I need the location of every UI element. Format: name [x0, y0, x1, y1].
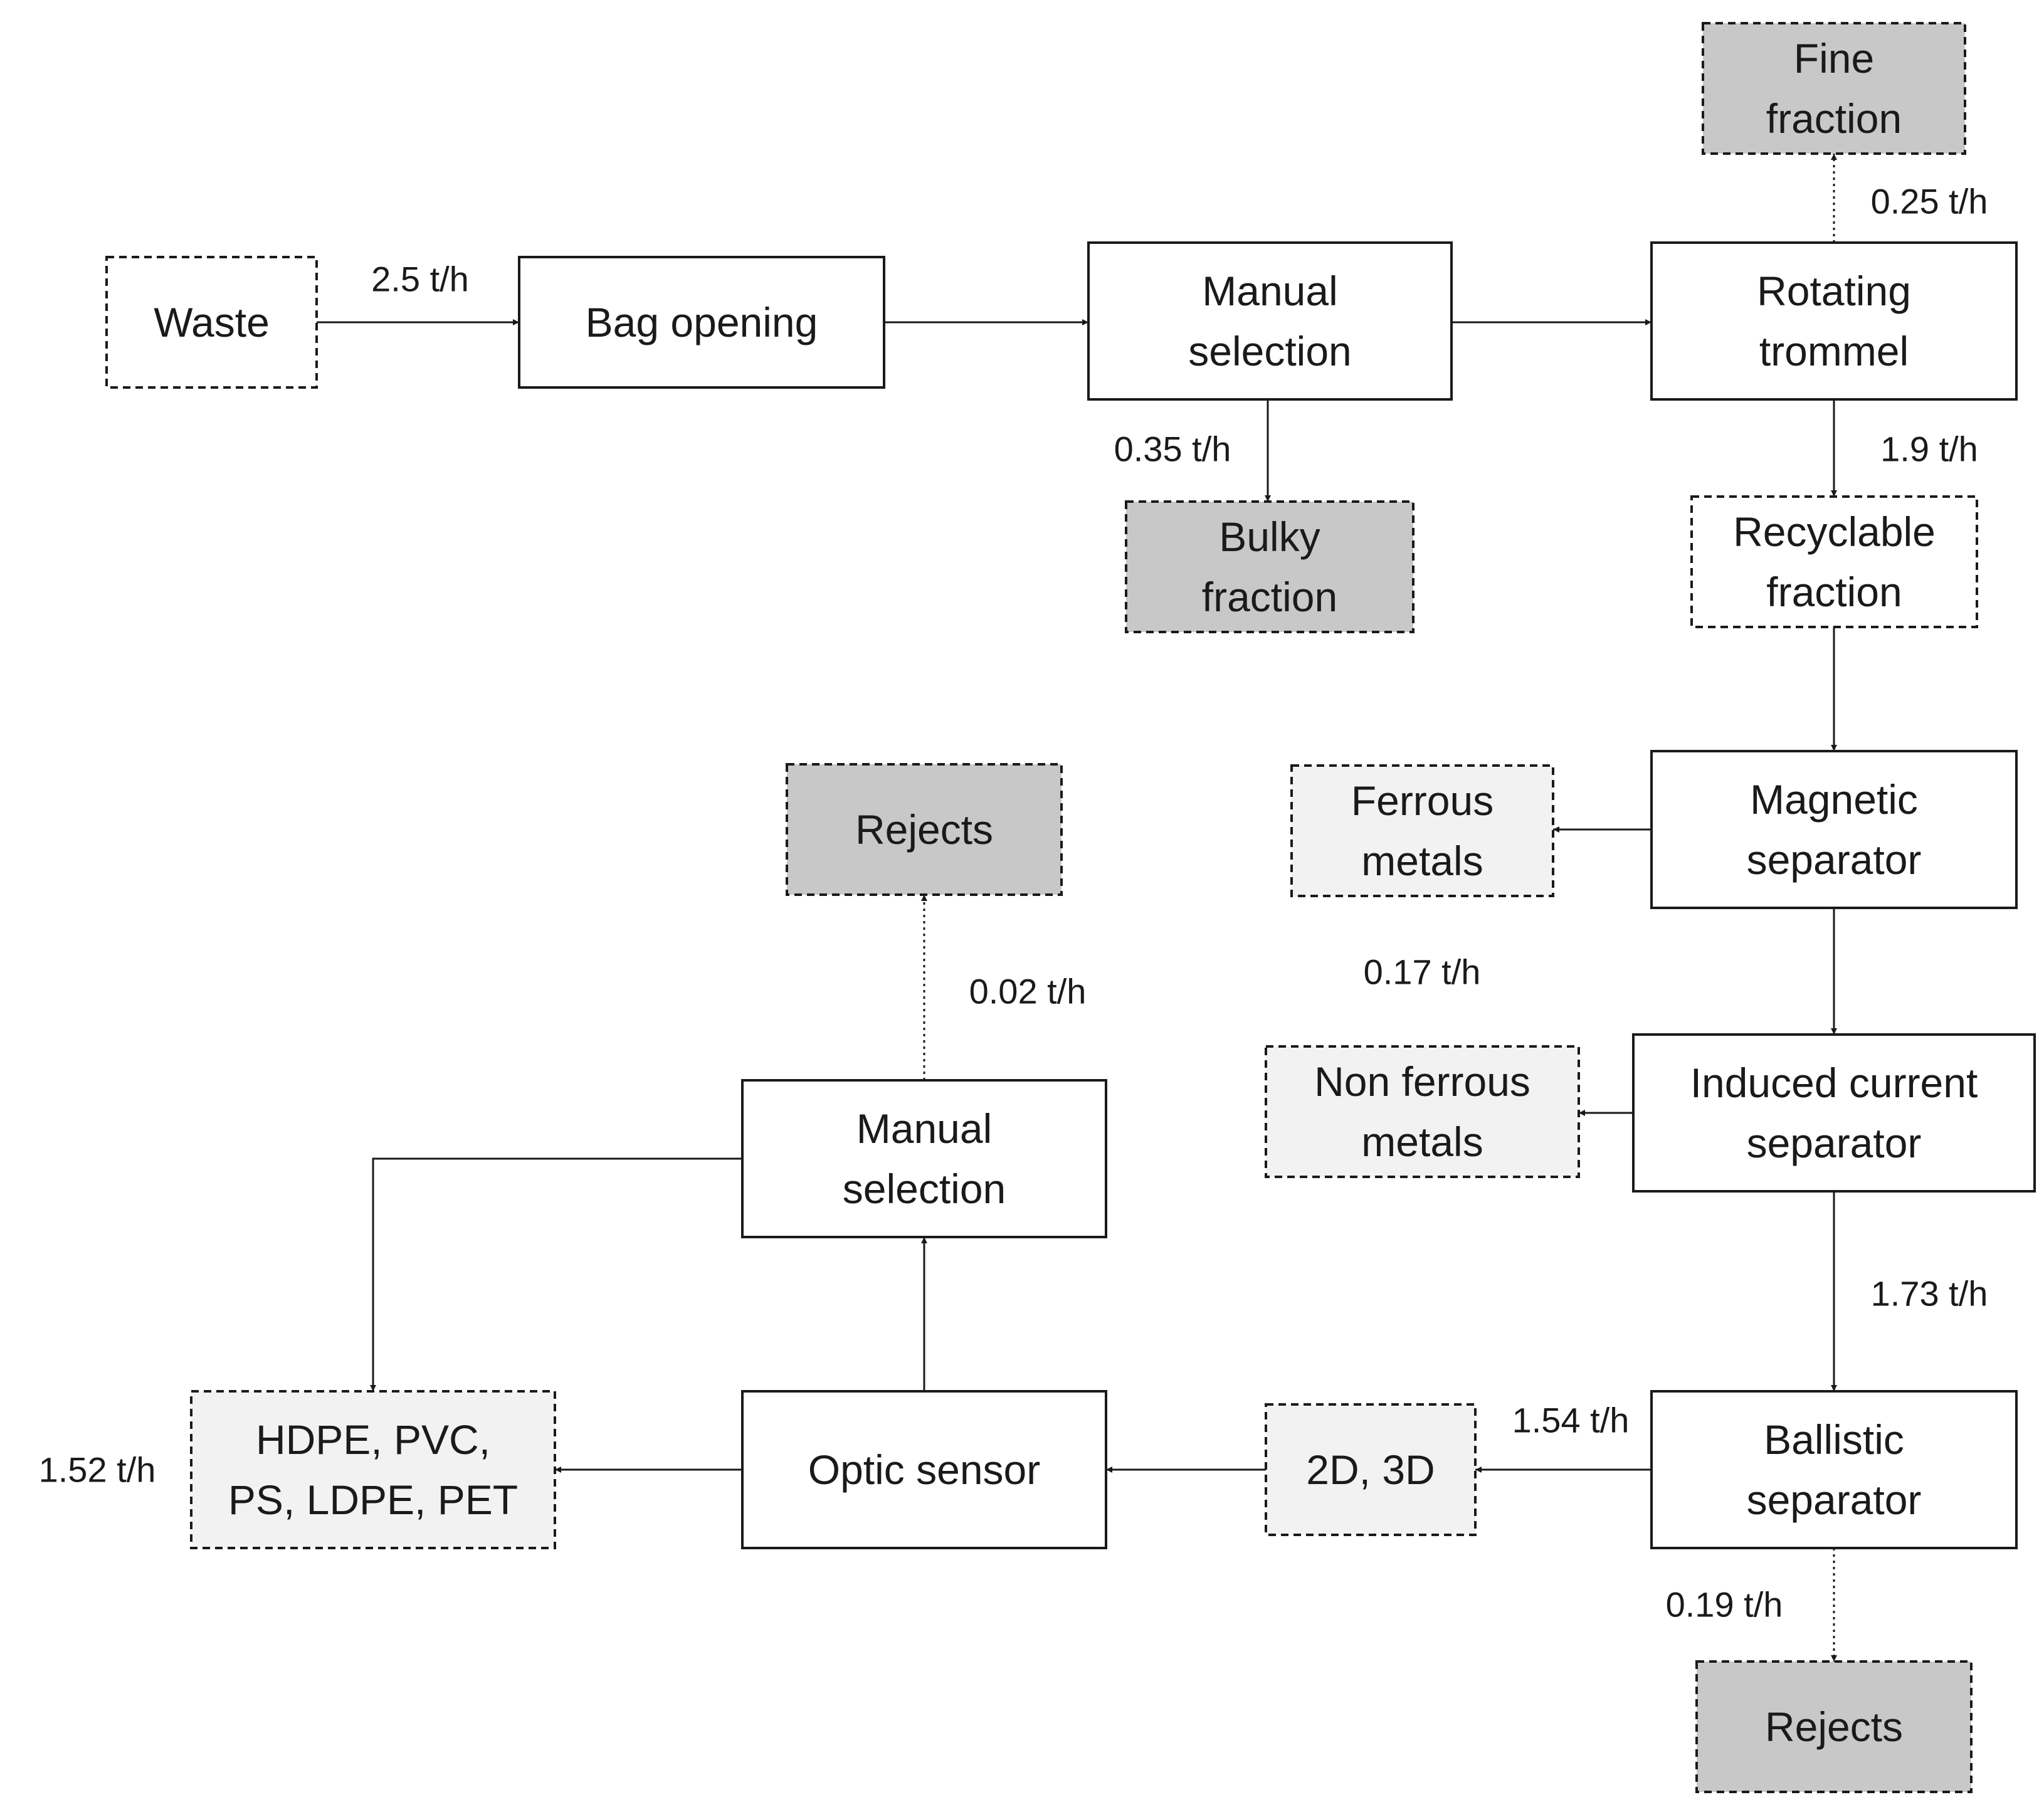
box-induced-current-separator-line-2: separator [1747, 1120, 1922, 1166]
box-two-d-three-d-frame [1265, 1403, 1477, 1536]
box-non-ferrous-metals-frame [1265, 1045, 1580, 1178]
box-rejects-top-line-1: Rejects [855, 806, 993, 853]
box-ballistic-separator-frame [1650, 1390, 2018, 1549]
flow-label-rejects-ballistic: 0.19 t/h [1666, 1585, 1783, 1625]
box-recyclable-fraction-frame [1690, 495, 1978, 628]
flow-label-waste-in: 2.5 t/h [371, 260, 469, 299]
box-manual-selection-1-frame [1087, 241, 1453, 401]
box-induced-current-separator-line-1: Induced current [1690, 1060, 1978, 1106]
box-bulky-fraction: Bulky fraction [1125, 500, 1414, 633]
box-recyclable-fraction-line-1: Recyclable [1733, 508, 1936, 555]
box-recyclable-fraction: Recyclable fraction [1690, 495, 1978, 628]
box-bulky-fraction-frame [1125, 500, 1414, 633]
box-rejects-bottom: Rejects [1695, 1660, 1973, 1793]
box-waste-line-1: Waste [154, 299, 270, 345]
box-optic-sensor: Optic sensor [741, 1390, 1107, 1549]
box-non-ferrous-metals-line-2: metals [1361, 1119, 1483, 1165]
flow-label-recyclable: 1.9 t/h [1880, 429, 1978, 469]
flow-label-two-d-three-d: 1.54 t/h [1512, 1401, 1630, 1440]
box-ferrous-metals-line-2: metals [1361, 838, 1483, 884]
box-non-ferrous-metals-line-1: Non ferrous [1314, 1058, 1530, 1105]
box-rejects-top-frame [786, 763, 1063, 896]
box-magnetic-separator-line-1: Magnetic [1750, 776, 1918, 823]
box-rotating-trommel: Rotating trommel [1650, 241, 2018, 401]
box-two-d-three-d: 2D, 3D [1265, 1403, 1477, 1536]
flow-label-bulky: 0.35 t/h [1114, 429, 1231, 469]
arrow-manual-selection-to-plastics [370, 1157, 742, 1391]
flow-label-ferrous: 0.17 t/h [1364, 952, 1481, 992]
box-plastics-line-1: HDPE, PVC, [256, 1416, 490, 1463]
flow-labels: 2.5 t/h 0.25 t/h 0.35 t/h 1.9 t/h 0.17 t/h 1.… [39, 182, 1988, 1625]
box-rotating-trommel-line-1: Rotating [1757, 268, 1911, 314]
box-induced-current-separator: Induced current separator [1632, 1033, 2036, 1193]
box-bulky-fraction-line-1: Bulky [1219, 514, 1320, 560]
box-manual-selection-1-line-1: Manual [1202, 268, 1337, 314]
box-ballistic-separator-line-2: separator [1747, 1477, 1922, 1523]
flow-label-rejects-manual: 0.02 t/h [969, 972, 1087, 1011]
box-manual-selection-2: Manual selection [741, 1079, 1107, 1238]
box-manual-selection-1-line-2: selection [1188, 328, 1352, 374]
box-waste-frame [105, 256, 318, 389]
box-manual-selection-2-line-1: Manual [856, 1105, 992, 1152]
box-fine-fraction: Fine fraction [1702, 22, 1966, 155]
box-ballistic-separator: Ballistic separator [1650, 1390, 2018, 1549]
box-rejects-bottom-frame [1695, 1660, 1973, 1793]
box-ferrous-metals-frame [1290, 764, 1554, 897]
box-plastics-frame [190, 1390, 556, 1549]
flow-label-after-induced: 1.73 t/h [1871, 1274, 1988, 1314]
flow-label-plastics: 1.52 t/h [39, 1450, 156, 1490]
box-manual-selection-1: Manual selection [1087, 241, 1453, 401]
box-bag-opening: Bag opening [518, 256, 885, 389]
box-plastics-line-2: PS, LDPE, PET [228, 1477, 518, 1523]
box-two-d-three-d-line-1: 2D, 3D [1306, 1446, 1435, 1493]
box-recyclable-fraction-line-2: fraction [1766, 569, 1902, 615]
box-magnetic-separator: Magnetic separator [1650, 750, 2018, 909]
box-ballistic-separator-line-1: Ballistic [1764, 1416, 1904, 1463]
box-magnetic-separator-frame [1650, 750, 2018, 909]
box-rotating-trommel-line-2: trommel [1759, 328, 1909, 374]
box-waste: Waste [105, 256, 318, 389]
box-non-ferrous-metals: Non ferrous metals [1265, 1045, 1580, 1178]
box-fine-fraction-line-2: fraction [1766, 95, 1902, 142]
box-bag-opening-line-1: Bag opening [586, 299, 818, 345]
box-magnetic-separator-line-2: separator [1747, 836, 1922, 883]
box-optic-sensor-frame [741, 1390, 1107, 1549]
box-manual-selection-2-frame [741, 1079, 1107, 1238]
connectors [317, 154, 1837, 1662]
box-fine-fraction-frame [1702, 22, 1966, 155]
flow-label-fine: 0.25 t/h [1871, 182, 1988, 221]
box-plastics: HDPE, PVC, PS, LDPE, PET [190, 1390, 556, 1549]
box-rejects-top: Rejects [786, 763, 1063, 896]
box-optic-sensor-line-1: Optic sensor [808, 1446, 1040, 1493]
box-bag-opening-frame [518, 256, 885, 389]
box-rotating-trommel-frame [1650, 241, 2018, 401]
box-induced-current-separator-frame [1632, 1033, 2036, 1193]
box-fine-fraction-line-1: Fine [1794, 35, 1874, 82]
box-ferrous-metals: Ferrous metals [1290, 764, 1554, 897]
box-bulky-fraction-line-2: fraction [1202, 574, 1337, 620]
box-ferrous-metals-line-1: Ferrous [1351, 777, 1493, 824]
box-rejects-bottom-line-1: Rejects [1765, 1704, 1903, 1750]
box-manual-selection-2-line-2: selection [843, 1166, 1006, 1212]
